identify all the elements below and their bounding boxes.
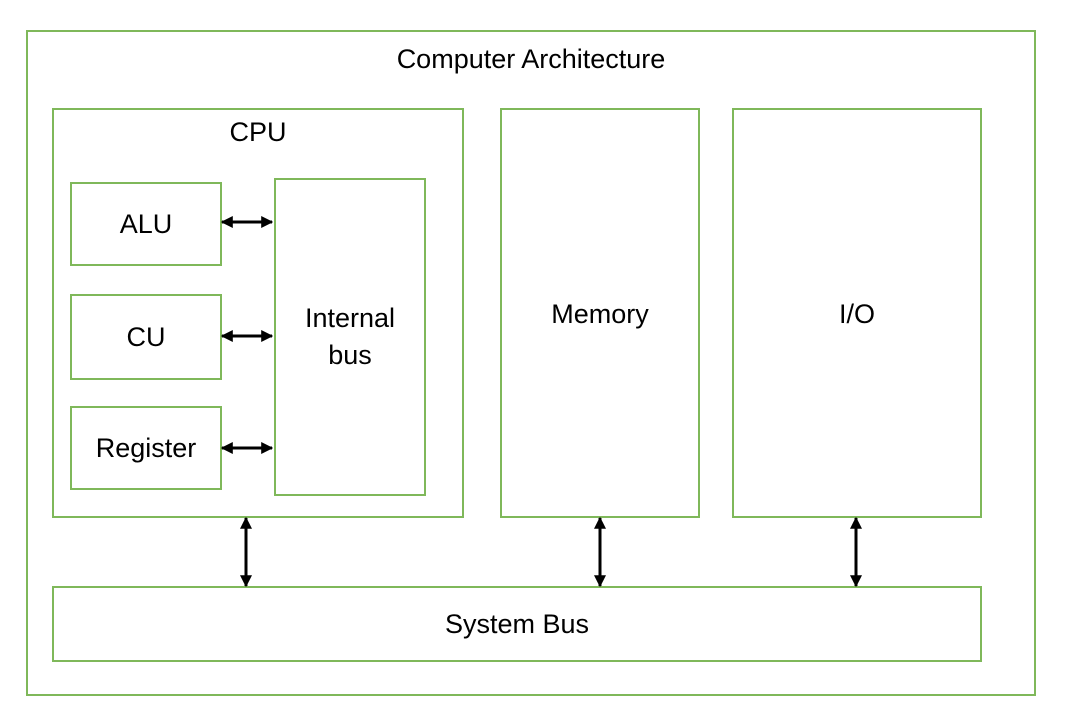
alu-label: ALU (119, 208, 173, 239)
io-label: I/O (838, 299, 875, 329)
memory-label: Memory (551, 299, 649, 329)
internal-bus-box: Internal bus (274, 178, 426, 496)
alu-box: ALU (70, 182, 222, 266)
cu-label: CU (126, 321, 166, 352)
io-box (732, 108, 982, 518)
diagram-title: Computer Architecture (396, 44, 666, 74)
cu-box: CU (70, 294, 222, 380)
internal-bus-label-line1: Internal (304, 303, 396, 333)
internal-bus-label: Internal bus (305, 300, 395, 374)
internal-bus-label-line2: bus (328, 340, 372, 370)
register-label: Register (95, 432, 197, 463)
register-box: Register (70, 406, 222, 490)
cpu-label: CPU (229, 117, 287, 147)
system-bus-box: System Bus (52, 586, 982, 662)
system-bus-label: System Bus (444, 608, 590, 639)
